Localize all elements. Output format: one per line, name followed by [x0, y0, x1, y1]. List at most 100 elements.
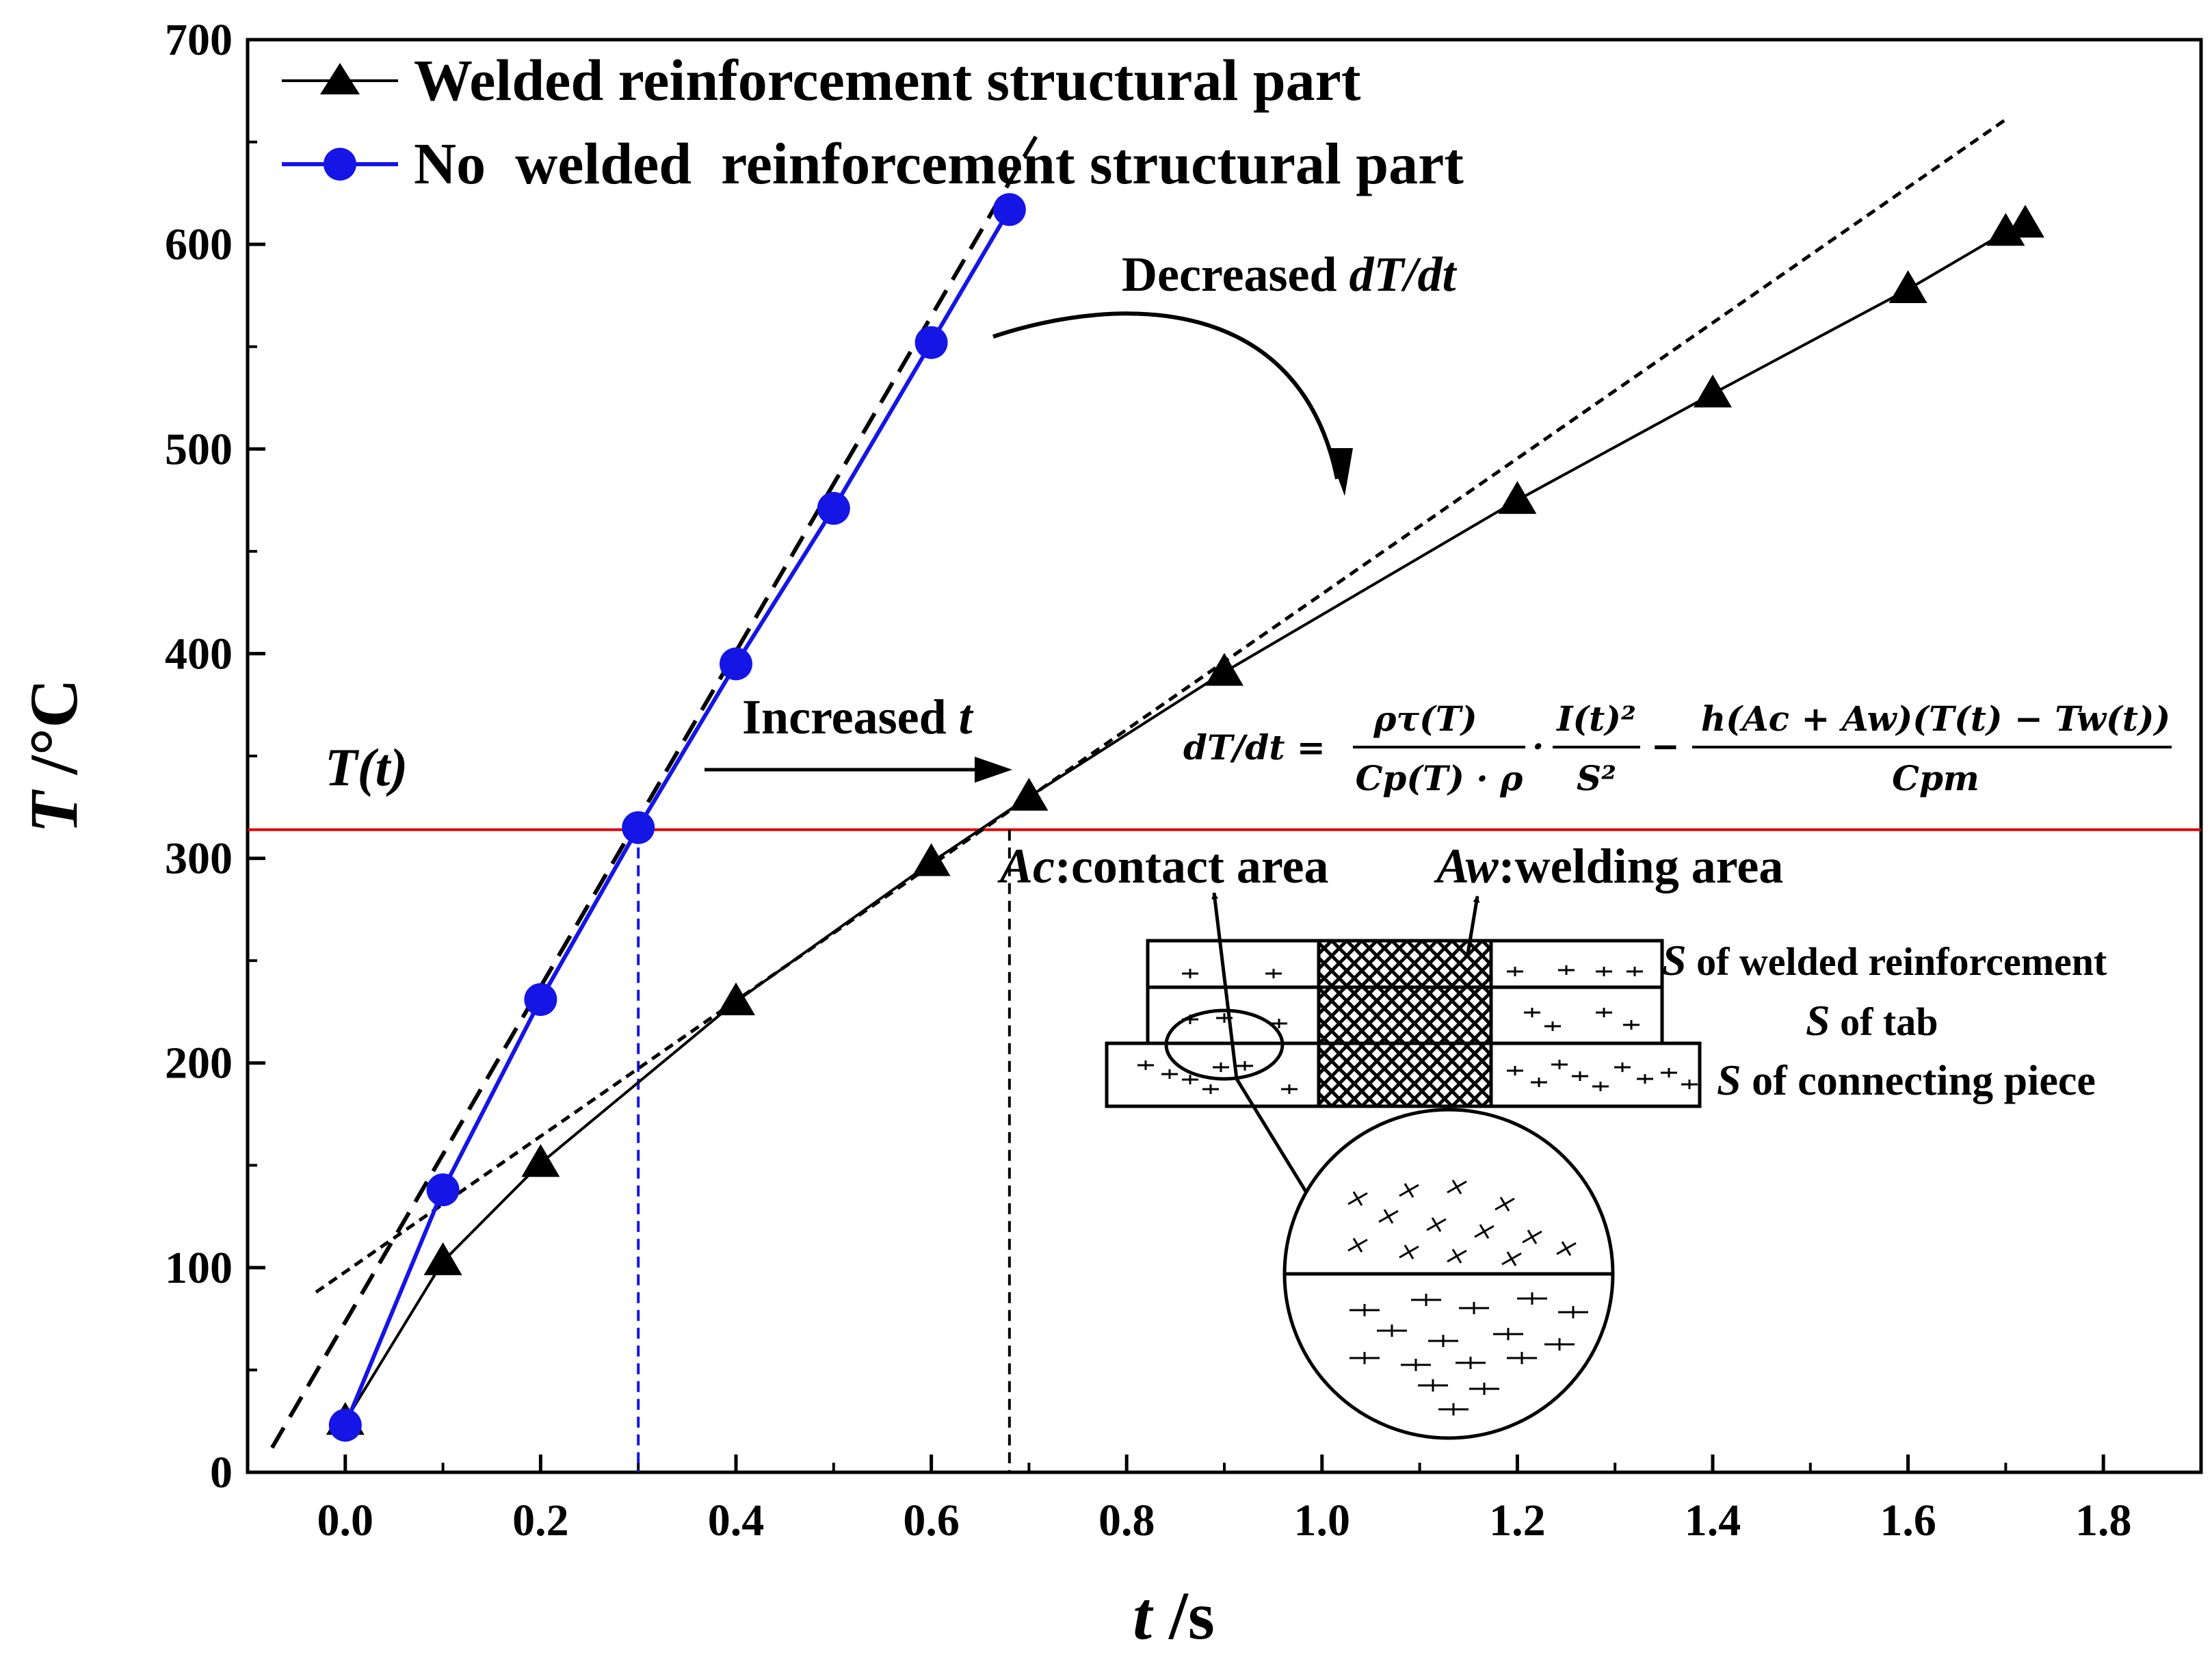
y-axis-unit: /°C [16, 679, 92, 792]
series-layer [326, 193, 2044, 1442]
grain-mark [1524, 1008, 1540, 1017]
tab-left [1146, 985, 1321, 1045]
fit-line-dotted [315, 118, 2007, 1294]
decreased-arrowhead [1327, 448, 1353, 496]
s-tab-label: S of tab [1806, 996, 1938, 1045]
data-point-circle [426, 1173, 460, 1207]
x-tick-label: 1.6 [1880, 1496, 1936, 1545]
tab-right [1489, 985, 1664, 1045]
grain-mark [1438, 1403, 1469, 1415]
x-tick-label: 1.4 [1685, 1496, 1741, 1545]
grain-mark [1474, 1224, 1495, 1239]
increased-label: Increased t [742, 690, 974, 744]
y-tick-label: 100 [165, 1243, 233, 1293]
grain-mark [1459, 1302, 1489, 1314]
aw-pointer [1465, 896, 1480, 958]
grain-mark [1556, 1241, 1577, 1256]
data-point-triangle [1205, 653, 1243, 686]
grain-mark [1507, 1066, 1523, 1075]
y-tick-label: 400 [165, 629, 233, 679]
legend-triangle-marker [320, 63, 360, 94]
grain-mark [1614, 1062, 1631, 1072]
y-axis-var: T [16, 789, 92, 833]
heat-equation: dT/dt = ρτ(T) Cp(T) · ρ · I(t)² S² − h(A… [1183, 699, 2172, 798]
formula-frac3-num: h(Ac + Aw)(T(t) − Tw(t)) [1701, 699, 2170, 739]
data-point-triangle [912, 843, 951, 876]
grain-mark [1507, 1352, 1537, 1364]
grain-mark [1558, 965, 1575, 975]
grain-mark [1637, 1074, 1653, 1084]
weld-zone [1317, 939, 1493, 1108]
grain-mark [1495, 1197, 1515, 1212]
formula-frac2-den: S² [1577, 758, 1616, 798]
grain-mark [1447, 1249, 1467, 1264]
grain-mark [1681, 1080, 1698, 1089]
series-line-circle [343, 208, 1012, 1426]
fit-line-dashed [270, 131, 1041, 1449]
decreased-label: Decreased dT/dt [1122, 247, 1458, 302]
grain-mark [1213, 1062, 1229, 1072]
grain-mark [1426, 1217, 1447, 1232]
aw-label: Aw:welding area [1434, 839, 1783, 893]
data-point-triangle [1694, 374, 1732, 408]
grain-mark [1469, 1383, 1499, 1395]
weld-diagram [1105, 939, 1702, 1440]
grain-mark [1237, 1061, 1253, 1071]
data-point-triangle [423, 1242, 462, 1275]
data-point-triangle [1498, 481, 1537, 514]
increased-arrowhead [975, 757, 1012, 783]
data-point-triangle [521, 1144, 560, 1177]
grain-mark [1182, 1075, 1198, 1084]
x-tick-label: 1.8 [2075, 1496, 2132, 1545]
x-tick-label: 1.0 [1294, 1496, 1351, 1545]
y-tick-label: 500 [165, 424, 233, 474]
grain-marks [1137, 965, 1698, 1415]
data-point-triangle [717, 982, 755, 1015]
grain-mark [1265, 969, 1282, 978]
grain-mark [1501, 1251, 1522, 1266]
data-point-circle [328, 1409, 362, 1442]
ac-label: Ac:contact area [997, 839, 1328, 893]
legend-label-no-welded: No welded reinforcement structural part [414, 131, 1464, 196]
grain-mark [1281, 1084, 1298, 1094]
formula-frac1-den: Cp(T) · ρ [1356, 758, 1523, 798]
legend-label-welded: Welded reinforcement structural part [414, 47, 1361, 113]
grain-mark [1347, 1191, 1368, 1206]
T-of-t-label: T(t) [325, 738, 408, 797]
grain-mark [1428, 1335, 1458, 1347]
grain-mark [1493, 1328, 1523, 1340]
formula-dot: · [1532, 726, 1544, 766]
legend-circle-marker [324, 148, 356, 181]
grain-mark [1661, 1068, 1677, 1078]
grain-mark [1349, 1352, 1380, 1364]
grain-mark [1401, 1359, 1431, 1371]
legend-item-welded: Welded reinforcement structural part [282, 47, 1361, 113]
s-connecting-label: S of connecting piece [1717, 1056, 2096, 1104]
formula-minus: − [1651, 726, 1680, 766]
ac-pointer [1211, 892, 1239, 1080]
grain-mark [1596, 967, 1612, 976]
x-axis-var: t [1133, 1578, 1154, 1654]
grain-mark [1349, 1304, 1380, 1316]
y-axis-title: T /°C [16, 679, 92, 833]
data-point-circle [524, 982, 557, 1016]
data-point-circle [992, 193, 1026, 226]
connecting-piece-left [1105, 1041, 1321, 1108]
data-point-triangle [1010, 777, 1049, 811]
s-welded-label: S of welded reinforcement [1662, 936, 2107, 984]
series-line-triangle [344, 222, 2026, 1422]
grain-mark [1378, 1209, 1399, 1224]
grain-mark [1377, 1325, 1407, 1337]
grain-mark [1137, 1060, 1154, 1070]
x-axis-title: t /s [1133, 1578, 1215, 1654]
y-tick-label: 200 [165, 1039, 233, 1088]
y-tick-label: 300 [165, 834, 233, 884]
tick-marks [246, 38, 2105, 1474]
grain-mark [1558, 1306, 1588, 1318]
grain-mark [1447, 1179, 1467, 1195]
x-tick-label: 0.0 [317, 1496, 374, 1545]
y-tick-label: 0 [210, 1448, 233, 1498]
grain-mark [1592, 1082, 1609, 1091]
